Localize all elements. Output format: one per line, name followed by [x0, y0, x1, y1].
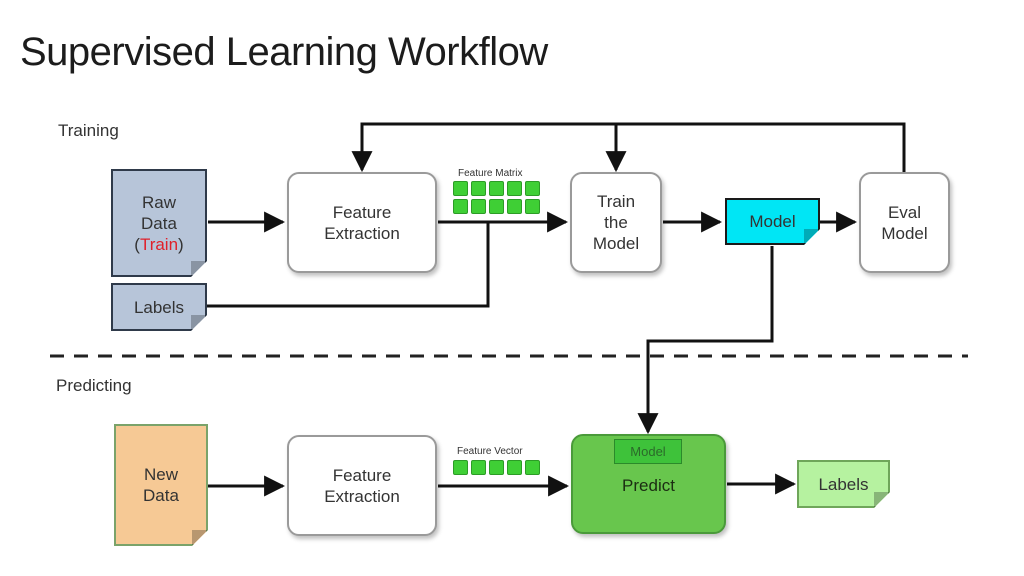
feature-extraction-predicting: Feature Extraction — [287, 435, 437, 536]
feature-matrix-cell — [471, 181, 486, 196]
new-data-line1: New — [143, 465, 178, 484]
feature-matrix-cell — [525, 199, 540, 214]
arrow-labels-to-train — [206, 222, 490, 308]
model-inset: Model — [614, 439, 682, 464]
feature-extraction-line1: Feature — [332, 465, 392, 485]
page-title: Supervised Learning Workflow — [20, 30, 548, 74]
predict-text: Predict — [622, 475, 675, 495]
model-text: Model — [749, 212, 796, 231]
train-model-line3: Model — [592, 234, 640, 253]
labels-document: Labels — [111, 283, 207, 331]
feature-matrix-cell — [489, 181, 504, 196]
model-document: Model — [725, 198, 820, 245]
feature-extraction-line2: Extraction — [324, 223, 400, 243]
eval-model-box: Eval Model — [859, 172, 950, 273]
predicted-labels-text: Labels — [818, 474, 869, 494]
eval-model-line1: Eval — [887, 202, 922, 222]
feedback-loop — [351, 122, 906, 173]
feature-matrix-cell — [507, 199, 522, 214]
feature-matrix-cell — [507, 181, 522, 196]
feature-matrix-cell — [453, 181, 468, 196]
feature-matrix-label: Feature Matrix — [458, 168, 523, 179]
train-model-line2: the — [604, 213, 628, 232]
new-data-document: New Data — [114, 424, 208, 546]
raw-data-document: Raw Data (Train) — [111, 169, 207, 277]
feature-vector-cell — [471, 460, 486, 475]
section-label-predicting: Predicting — [56, 376, 132, 395]
train-model-box: Train the Model — [570, 172, 662, 273]
feature-vector-cell — [507, 460, 522, 475]
feature-extraction-line1: Feature — [332, 202, 392, 222]
raw-data-line2: Data — [141, 213, 177, 233]
predicted-labels-document: Labels — [797, 460, 890, 508]
new-data-line2: Data — [143, 486, 179, 505]
raw-data-line1: Raw — [141, 192, 176, 212]
section-label-training: Training — [58, 121, 119, 140]
feature-matrix-cell — [453, 199, 468, 214]
predict-box: Predict — [571, 434, 726, 534]
feature-extraction-line2: Extraction — [324, 486, 400, 506]
feature-extraction-training: Feature Extraction — [287, 172, 437, 273]
train-model-line1: Train — [596, 192, 636, 211]
feature-vector-grid — [453, 460, 540, 475]
feature-matrix-cell — [525, 181, 540, 196]
train-highlight: Train — [139, 234, 179, 254]
feature-vector-label: Feature Vector — [457, 446, 523, 457]
labels-text: Labels — [133, 297, 185, 317]
feature-vector-cell — [453, 460, 468, 475]
feature-matrix-cell — [489, 199, 504, 214]
eval-model-line2: Model — [881, 223, 928, 243]
feature-vector-cell — [525, 460, 540, 475]
feature-vector-cell — [489, 460, 504, 475]
arrow-model-to-predict — [637, 246, 774, 435]
feature-matrix-cell — [471, 199, 486, 214]
raw-data-line3: (Train) — [134, 234, 184, 254]
feature-matrix-grid — [453, 181, 540, 214]
